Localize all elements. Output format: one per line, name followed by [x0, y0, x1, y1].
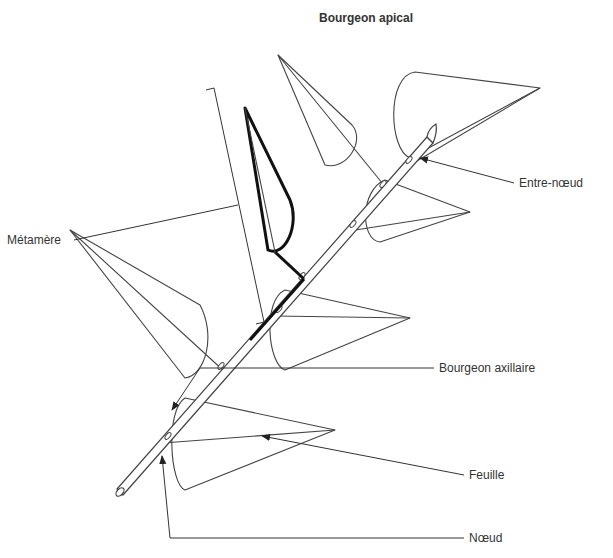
part-label: Bourgeon axillaire	[438, 361, 536, 375]
part-label: Bourgeon apical	[318, 11, 414, 25]
part-label: Métamère	[6, 233, 62, 247]
leaf-midrib	[245, 108, 275, 252]
part-label: Feuille	[468, 468, 505, 482]
part-label: Nœud	[468, 531, 503, 545]
leaf	[278, 55, 357, 166]
metamere-leaf	[245, 108, 293, 251]
stem-cut	[114, 486, 125, 497]
part-label: Entre-nœud	[518, 176, 584, 190]
leader-line	[74, 205, 238, 240]
metamere-internode	[250, 279, 304, 340]
apical-bud	[427, 124, 436, 143]
leaf	[70, 230, 208, 378]
leaf-midrib	[70, 230, 225, 372]
leaf-midrib	[275, 316, 410, 318]
leader-line	[262, 436, 464, 475]
leaf-midrib	[163, 430, 335, 443]
leaf	[394, 72, 540, 158]
axillary-bud	[164, 432, 172, 441]
axillary-bud	[217, 362, 225, 371]
leader-line	[420, 158, 514, 183]
leaf-midrib	[405, 88, 540, 168]
leader-line	[162, 456, 464, 538]
axillary-bud	[349, 220, 357, 229]
metamere-petiole	[275, 252, 304, 279]
axillary-bud	[379, 180, 387, 189]
leader-line	[172, 368, 434, 410]
axillary-bud	[405, 156, 413, 165]
leaf-midrib	[278, 55, 387, 189]
stem	[117, 137, 433, 495]
